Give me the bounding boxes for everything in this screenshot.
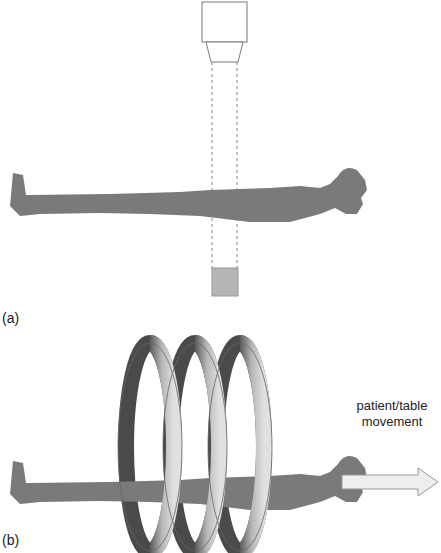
helix-back [126,343,264,551]
helix-front [150,343,264,551]
beam-lines [212,62,237,270]
panel-label: (a) [2,310,19,327]
movement-label: patient/table movement [345,398,439,429]
xray-tube [202,2,247,62]
movement-arrow [342,468,438,496]
patient-silhouette [10,168,367,222]
panel-label: (b) [2,532,19,549]
detector [212,268,238,296]
patient-silhouette [10,456,367,510]
helix-edges [118,343,272,551]
